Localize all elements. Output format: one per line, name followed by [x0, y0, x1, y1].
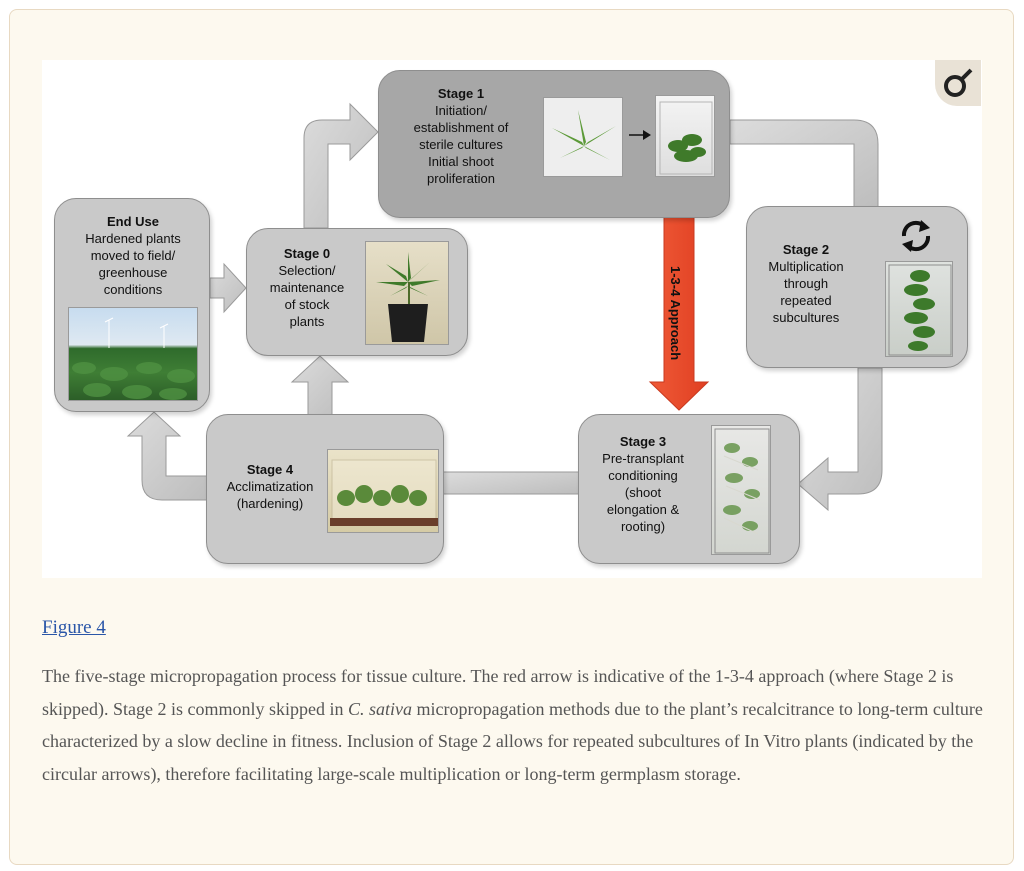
stage0-line: Selection/ — [278, 263, 336, 278]
stage2-line: subcultures — [772, 310, 840, 325]
stage2-box: Stage 2 Multiplication through repeated … — [746, 206, 968, 368]
stage0-box: Stage 0 Selection/ maintenance of stock … — [246, 228, 468, 356]
arrow-stage4-to-enduse — [126, 411, 209, 501]
stage4-line: Acclimatization — [226, 479, 314, 494]
arrow-stage3-to-stage4 — [441, 471, 581, 495]
stage0-title: Stage 0 — [283, 246, 331, 261]
caption-text-cont: micropropagation methods due to the plan… — [42, 698, 983, 784]
end-use-line: greenhouse — [98, 265, 168, 280]
field-photo-art — [72, 317, 195, 400]
end-use-line: moved to field/ — [90, 248, 176, 263]
stage1-line: proliferation — [427, 171, 495, 186]
micropropagation-diagram: End Use Hardened plants moved to field/ … — [42, 60, 982, 578]
figure-link[interactable]: Figure 4 — [42, 617, 106, 638]
stage0-line: maintenance — [269, 280, 345, 295]
end-use-box: End Use Hardened plants moved to field/ … — [54, 198, 210, 412]
approach-label: 1-3-4 Approach — [668, 265, 683, 361]
cycle-arrows-icon — [901, 220, 931, 252]
stage4-box: Stage 4 Acclimatization (hardening) — [206, 414, 444, 564]
arrow-stage2-to-stage3 — [797, 367, 883, 512]
end-use-title: End Use — [106, 214, 159, 229]
transfer-arrow-icon — [629, 130, 651, 140]
caption-text: The five-stage micropropagation process … — [42, 666, 954, 719]
stage1-title: Stage 1 — [437, 86, 485, 101]
stage4-line: (hardening) — [236, 496, 304, 511]
stage1-text: Stage 1 Initiation/ establishment of ste… — [383, 85, 539, 187]
end-use-line: conditions — [103, 282, 163, 297]
connector-arrows — [126, 102, 883, 512]
stage1-line: establishment of — [413, 120, 509, 135]
stage2-title: Stage 2 — [782, 242, 830, 257]
greenhouse-tray-photo — [327, 449, 439, 533]
stage0-line: of stock — [284, 297, 330, 312]
stage0-text: Stage 0 Selection/ maintenance of stock … — [253, 245, 361, 330]
corner-logo-art — [944, 68, 973, 97]
stage3-line: rooting) — [620, 519, 666, 534]
stage3-line: conditioning — [608, 468, 678, 483]
subculture-art — [888, 264, 952, 356]
end-use-line: Hardened plants — [85, 231, 181, 246]
approach-arrow — [648, 215, 710, 411]
greenhouse-tray-art — [330, 459, 438, 526]
explant-photo — [543, 97, 623, 177]
arrow-enduse-to-stage0 — [209, 262, 247, 314]
arrow-stage4-to-stage0 — [290, 355, 350, 417]
culture-vessel-photo — [655, 95, 715, 177]
corner-logo-icon — [935, 60, 981, 106]
arrow-stage0-to-stage1 — [303, 102, 379, 229]
stage2-text: Stage 2 Multiplication through repeated … — [751, 241, 861, 326]
caption-species: C. sativa — [347, 698, 412, 719]
stage3-line: elongation & — [606, 502, 680, 517]
arrow-stage1-to-stage2 — [729, 119, 879, 211]
stage3-line: (shoot — [624, 485, 662, 500]
figure-caption: The five-stage micropropagation process … — [42, 660, 987, 790]
stage3-box: Stage 3 Pre-transplant conditioning (sho… — [578, 414, 800, 564]
stage3-text: Stage 3 Pre-transplant conditioning (sho… — [581, 433, 705, 535]
stage1-line: Initial shoot — [428, 154, 494, 169]
stock-plant-art — [376, 252, 440, 342]
stage1-box: Stage 1 Initiation/ establishment of ste… — [378, 70, 730, 218]
stage3-title: Stage 3 — [619, 434, 667, 449]
end-use-text: End Use Hardened plants moved to field/ … — [61, 213, 205, 298]
stage1-line: Initiation/ — [434, 103, 488, 118]
field-photo — [68, 307, 198, 401]
rooting-art — [714, 428, 770, 554]
stock-plant-photo — [365, 241, 449, 345]
stage0-line: plants — [289, 314, 325, 329]
stage4-title: Stage 4 — [246, 462, 294, 477]
explant-art — [552, 110, 616, 160]
stage4-text: Stage 4 Acclimatization (hardening) — [211, 461, 329, 512]
stage2-line: repeated — [780, 293, 832, 308]
stage2-line: Multiplication — [768, 259, 844, 274]
stage3-line: Pre-transplant — [602, 451, 684, 466]
stage1-line: sterile cultures — [419, 137, 503, 152]
rooting-photo — [711, 425, 771, 555]
subculture-photo — [885, 261, 953, 357]
stage2-line: through — [783, 276, 829, 291]
culture-vessel-art — [659, 101, 713, 175]
